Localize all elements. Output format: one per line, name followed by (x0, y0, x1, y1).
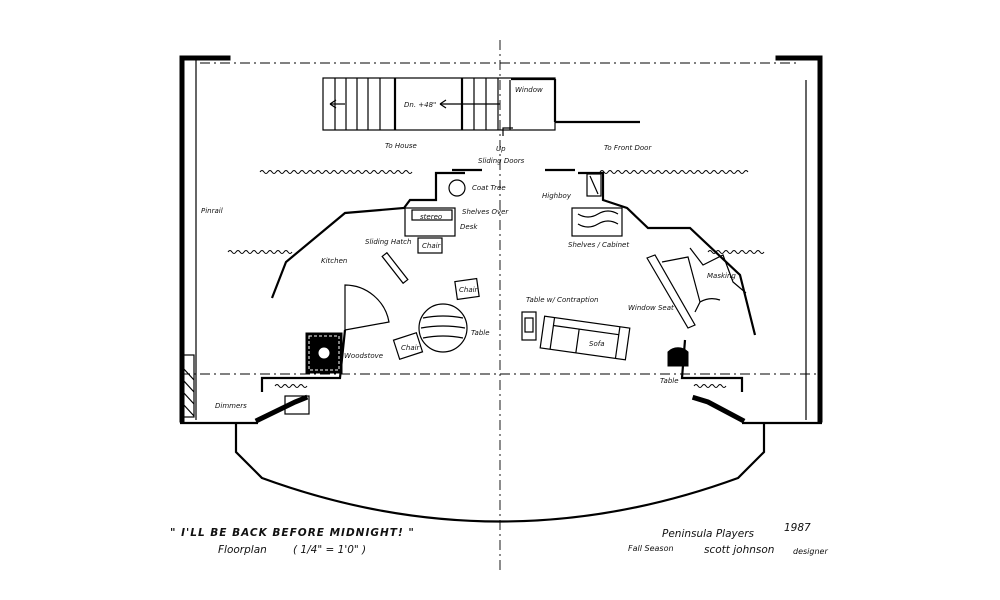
kitchen-door-swing (344, 284, 390, 331)
masking-squiggle-right-mid (707, 250, 765, 254)
desk-label: Desk (460, 223, 478, 231)
company-name: Peninsula Players (662, 528, 755, 540)
desk-chair (417, 237, 443, 254)
side-table-right (667, 347, 689, 367)
shelves-cabinet (571, 207, 623, 237)
year: 1987 (784, 522, 811, 534)
stage-apron (234, 423, 766, 523)
masking-squiggle-left-low (274, 384, 308, 388)
sofa-label: Sofa (589, 340, 604, 348)
window-seat-label: Window Seat (628, 304, 674, 312)
chair-right-of-table (454, 277, 480, 301)
highboy (586, 173, 602, 197)
round-table (418, 303, 468, 353)
woodstove-label: Woodstove (344, 352, 383, 360)
staircase (322, 77, 640, 136)
round-table-label: Table (471, 329, 490, 337)
to-house-label: To House (385, 142, 417, 150)
side-table-label: Table (660, 377, 679, 385)
pinrail (182, 354, 195, 418)
chair-right-label: Chair (459, 286, 479, 294)
season: Fall Season (628, 544, 674, 553)
shelves-over-label: Shelves Over (462, 208, 509, 216)
kitchen-label: Kitchen (321, 257, 347, 265)
chair-left-label: Chair (401, 344, 421, 352)
designer-signature: scott johnson (704, 544, 774, 556)
sliding-doors-label: Sliding Doors (478, 157, 525, 165)
dimmers (284, 395, 310, 415)
set-wall-left (270, 171, 465, 299)
sliding-hatch (381, 251, 409, 285)
sliding-hatch-text: Sliding Hatch (365, 238, 411, 246)
table-contraption (521, 311, 537, 341)
masking-squiggle-left-upper (259, 170, 413, 174)
stair-down-label: Dn. +48" (404, 101, 436, 109)
stereo-label: stereo (420, 213, 442, 221)
masking-squiggle-right-upper (599, 170, 749, 174)
scale-note: ( 1/4" = 1'0" ) (293, 544, 366, 556)
masking-squiggle-left-mid (227, 250, 293, 254)
sliding-hatch-label: Sliding Hatch (365, 238, 411, 246)
stereo-desk (404, 207, 456, 237)
stage-wall-right (775, 55, 823, 423)
stage-wall-left (179, 55, 231, 423)
dimmers-label: Dimmers (215, 402, 247, 410)
left-wing-return (254, 394, 309, 424)
up-label: Up (496, 145, 506, 153)
chair-left-of-table (392, 332, 424, 360)
right-wing-return (691, 394, 746, 424)
masking-label: Masking (707, 272, 736, 280)
table-contraption-label: Table w/ Contraption (526, 296, 598, 304)
coat-tree-label: Coat Tree (472, 184, 506, 192)
window-label: Window (515, 86, 543, 94)
stereo (411, 209, 453, 221)
masking-squiggle-right-low (693, 384, 727, 388)
window-seat (646, 247, 747, 329)
window-seat-text: Window Seat (628, 304, 674, 312)
shelves-cabinet-label: Shelves / Cabinet (568, 241, 629, 249)
desk-chair-label: Chair (422, 242, 442, 250)
show-title: " I'LL BE BACK BEFORE MIDNIGHT! " (170, 527, 415, 539)
highboy-label: Highboy (542, 192, 572, 200)
coat-tree (448, 179, 466, 197)
set-wall-right (578, 171, 757, 336)
to-front-door-label: To Front Door (604, 144, 652, 152)
pinrail-label: Pinrail (201, 207, 223, 215)
sofa (539, 315, 631, 361)
floorplan-subtitle: Floorplan (218, 544, 267, 556)
designer-role: designer (793, 547, 828, 556)
